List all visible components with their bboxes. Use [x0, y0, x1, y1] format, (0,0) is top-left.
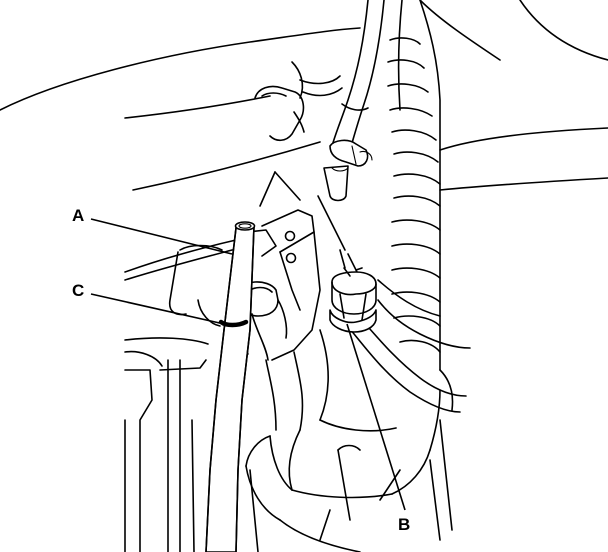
callout-c-leader [90, 293, 225, 325]
right-ribbed-assembly [387, 0, 608, 371]
upper-clamp-bracket [254, 85, 305, 142]
lower-right-structure [245, 329, 454, 552]
upper-hose [323, 0, 385, 202]
upper-body-structure [0, 27, 361, 191]
center-bracket [247, 209, 321, 361]
callout-c-label: C [72, 281, 84, 300]
lower-left-structure [124, 337, 209, 552]
right-lower-hose [343, 279, 471, 413]
hose-clamp [329, 267, 377, 333]
callout-b-leader [346, 323, 406, 511]
callout-a-label: A [72, 206, 84, 225]
callout-b-label: B [398, 515, 410, 534]
callout-a-leader [90, 218, 233, 255]
vertical-hose [205, 221, 256, 552]
